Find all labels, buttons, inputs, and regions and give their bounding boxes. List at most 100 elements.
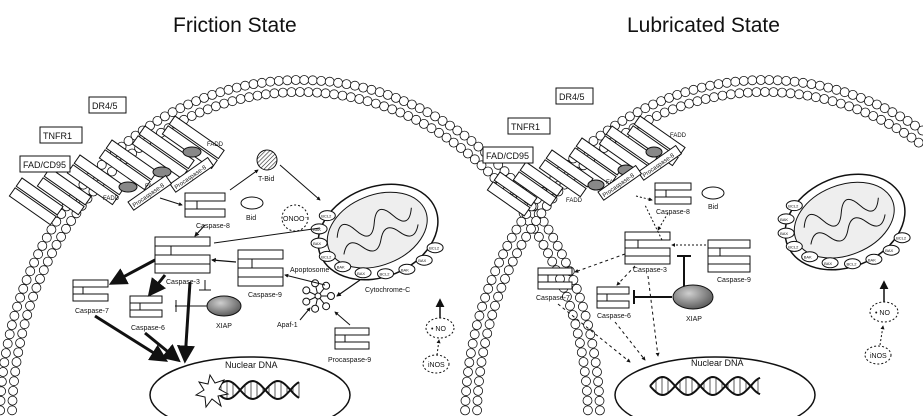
- apoptosome-node: [323, 282, 330, 289]
- lipid-head: [549, 233, 558, 242]
- mito-protein-label: BAK: [337, 265, 345, 270]
- apoptosome-node: [303, 298, 310, 305]
- lipid-head: [383, 90, 392, 99]
- lipid-head: [832, 85, 841, 94]
- lipid-head: [845, 102, 854, 111]
- mito-protein-label: BAK: [780, 217, 788, 222]
- mito-protein-label: BCL2: [788, 244, 799, 249]
- receptor-fadcd95-right: FAD/CD95: [486, 151, 529, 161]
- lipid-head: [23, 311, 32, 320]
- svg-text:Caspase-6: Caspase-6: [131, 325, 165, 332]
- lipid-head: [503, 241, 512, 250]
- lipid-head: [475, 377, 484, 386]
- apoptosome-wheel: [303, 280, 335, 312]
- lipid-head: [575, 339, 584, 348]
- caspase9-left: Caspase-9: [238, 250, 283, 299]
- lipid-head: [594, 377, 603, 386]
- lipid-head: [487, 276, 496, 285]
- caspase7-left: Caspase-7: [73, 280, 109, 315]
- lipid-head: [588, 339, 597, 348]
- caspase7-right: Caspase-7: [536, 268, 572, 302]
- lipid-head: [371, 99, 380, 108]
- mito-protein-label: BCL2: [321, 254, 332, 259]
- lipid-head: [477, 358, 486, 367]
- nuclear-dna-label-right: Nuclear DNA: [691, 358, 744, 368]
- mito-protein-label: BCL2: [896, 236, 907, 241]
- lipid-head: [748, 76, 757, 85]
- lipid-head: [48, 249, 57, 258]
- lipid-head: [334, 78, 343, 87]
- lipid-head: [465, 358, 474, 367]
- lipid-head: [761, 88, 770, 97]
- lipid-head: [517, 217, 526, 226]
- lipid-head: [840, 88, 849, 97]
- lipid-head: [479, 348, 488, 357]
- lipid-head: [803, 91, 812, 100]
- svg-text:Caspase-9: Caspase-9: [717, 277, 751, 284]
- lipid-head: [701, 95, 710, 104]
- bid-label-left: Bid: [246, 215, 256, 222]
- lipid-head: [718, 91, 727, 100]
- lipid-head: [287, 88, 296, 97]
- tbid-label-left: T-Bid: [258, 176, 274, 183]
- lipid-head: [668, 105, 677, 114]
- lipid-head: [561, 258, 570, 267]
- lipid-head: [43, 257, 52, 266]
- lipid-head: [594, 387, 603, 396]
- caspase9-right: Caspase-9: [708, 240, 751, 284]
- lipid-head: [582, 386, 591, 395]
- mito-protein-label: BAX: [824, 261, 832, 266]
- lipid-head: [0, 396, 5, 405]
- lipid-head: [497, 283, 506, 292]
- lipid-head: [507, 233, 516, 242]
- lipid-head: [52, 240, 61, 249]
- lipid-head: [828, 97, 837, 106]
- lipid-head: [752, 88, 761, 97]
- lipid-head: [232, 83, 241, 92]
- lipid-head: [512, 225, 521, 234]
- lipid-head: [815, 81, 824, 90]
- apoptosome-node: [312, 305, 319, 312]
- lipid-head: [513, 249, 522, 258]
- lipid-head: [568, 311, 577, 320]
- lipid-head: [7, 321, 16, 330]
- mito-protein-label: BAX: [357, 271, 365, 276]
- lipid-head: [579, 358, 588, 367]
- lipid-head: [836, 99, 845, 108]
- lipid-head: [914, 138, 923, 147]
- lipid-head: [330, 90, 339, 99]
- lipid-head: [478, 302, 487, 311]
- lipid-head: [739, 76, 748, 85]
- lipid-head: [534, 232, 543, 241]
- lipid-head: [0, 358, 9, 367]
- lipid-head: [769, 88, 778, 97]
- lipid-head: [13, 302, 22, 311]
- fadd-label-right-3: FADD: [566, 198, 583, 204]
- svg-text:Caspase-6: Caspase-6: [597, 313, 631, 320]
- receptor-tnfr1-left: TNFR1: [43, 131, 72, 141]
- lipid-head: [665, 93, 674, 102]
- lipid-head: [36, 274, 45, 283]
- lipid-head: [848, 90, 857, 99]
- mito-protein-label: BAX: [418, 258, 426, 263]
- xiap-label-right: XIAP: [686, 316, 702, 323]
- inos-label-left: iNOS: [428, 362, 445, 369]
- lipid-head: [296, 88, 305, 97]
- lipid-head: [203, 105, 212, 114]
- lipid-head: [462, 377, 471, 386]
- mito-protein-label: BCL2: [321, 214, 332, 219]
- lipid-head: [575, 293, 584, 302]
- lipid-head: [5, 330, 14, 339]
- lipid-head: [67, 217, 76, 226]
- lipid-head: [722, 78, 731, 87]
- lipid-head: [0, 406, 5, 415]
- lipid-head: [3, 339, 12, 348]
- lipid-head: [572, 284, 581, 293]
- lipid-head: [224, 85, 233, 94]
- apoptosome-label-left: Apoptosome: [290, 267, 329, 274]
- svg-text:Procaspase-9: Procaspase-9: [328, 357, 371, 364]
- lipid-head: [548, 257, 557, 266]
- lipid-head: [583, 396, 592, 405]
- lipid-head: [488, 311, 497, 320]
- lipid-head: [461, 396, 470, 405]
